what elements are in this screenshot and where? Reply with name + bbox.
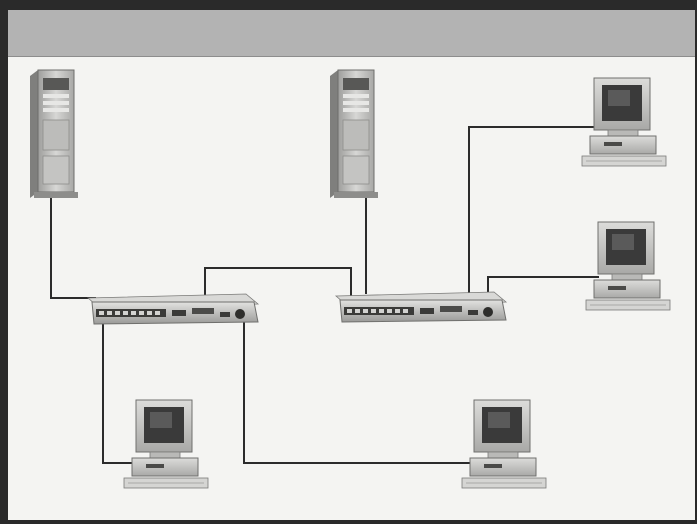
switch-left-icon xyxy=(88,294,258,324)
cable-server-left-to-switch-left xyxy=(51,190,96,298)
workstation-middle-right-icon xyxy=(586,222,670,310)
cable-switch-right-to-workstation-top-right xyxy=(469,127,594,296)
server-left-icon xyxy=(30,70,78,198)
cable-switch-left-to-workstation-bottom-center xyxy=(244,322,472,463)
server-center-icon xyxy=(330,70,378,198)
cable-switch-left-to-workstation-bottom-left xyxy=(103,322,140,463)
cable-switch-left-to-switch-right xyxy=(205,268,351,296)
workstation-bottom-center-icon xyxy=(462,400,546,488)
workstation-bottom-left-icon xyxy=(124,400,208,488)
cable-switch-right-to-workstation-middle-right xyxy=(488,277,599,296)
switch-right-icon xyxy=(336,292,506,322)
workstation-top-right-icon xyxy=(582,78,666,166)
